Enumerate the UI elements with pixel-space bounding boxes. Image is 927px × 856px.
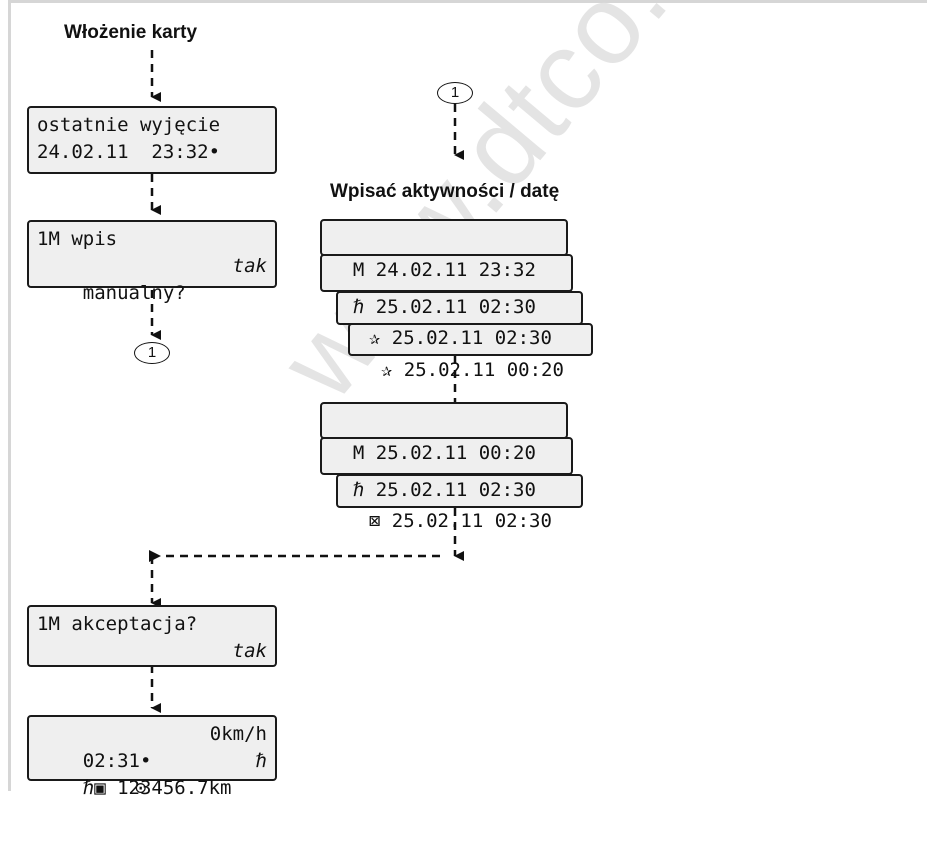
title-enter-activities: Wpisać aktywności / datę: [330, 181, 560, 202]
screen-line: 24.02.11 23:32•: [37, 141, 221, 163]
clock-icon: ⊙: [135, 777, 147, 799]
entry-text: ℏ 25.02.11 02:30: [352, 479, 536, 501]
step-marker-1: 1: [134, 342, 170, 364]
entry-text: M 25.02.11 00:20: [352, 442, 536, 464]
entry-text: ✰: [368, 327, 392, 349]
flow-arrows: [149, 50, 464, 713]
entry-text: ℏ 25.02.11 02:30: [352, 296, 536, 318]
answer-yes: tak: [232, 255, 267, 277]
entry-text: ⊠ 25.02.11 02:: [368, 510, 530, 532]
entry-text: ✰ 25.02.11 00:: [380, 359, 542, 381]
entry-line-3: ✰ 25.02.11 02:30: [336, 291, 583, 349]
entry-editable: 20: [541, 359, 564, 381]
frame-left: [8, 0, 11, 791]
entry-line-2: ℏ 25.02.11 02:30: [320, 437, 573, 501]
screen-line: 1M wpis: [37, 228, 118, 250]
entry-line-2: ℏ 25.02.11 02:30: [320, 254, 573, 318]
entry-line-1: M 25.02.11 00:20: [320, 402, 568, 464]
entry-line-3: ⊠ 25.02.11 02:30: [336, 474, 583, 532]
entry-editable: 30: [529, 510, 552, 532]
screen-last-removal: ostatnie wyjęcie 24.02.11 23:32•: [27, 106, 277, 174]
screen-standard-display: 02:31• ⊙ 0km/h ℏ▣ 123456.7km ℏ: [27, 715, 277, 799]
activity-icon: ℏ: [255, 750, 267, 772]
answer-yes: tak: [232, 640, 267, 662]
frame-top: [8, 0, 927, 3]
entry-text: M 24.02.11 23:32: [352, 259, 536, 281]
screen-manual-entry-prompt: 1M wpis manualny? tak: [27, 220, 277, 304]
entry-line-1: M 24.02.11 23:32: [320, 219, 568, 281]
screen-line: manualny?: [82, 282, 186, 304]
speed: 0km/h: [209, 723, 267, 745]
screen-line: 1M akceptacja?: [37, 613, 198, 635]
entry-editable: 25: [391, 327, 415, 349]
step-marker-1: 1: [437, 82, 473, 104]
entry-text: .02.11 02:30: [414, 327, 552, 349]
title-card-insertion: Włożenie karty: [64, 22, 198, 43]
time: 02:31•: [82, 750, 152, 772]
odometer: ℏ▣ 123456.7km: [82, 777, 232, 799]
screen-line: ostatnie wyjęcie: [37, 114, 221, 136]
screen-accept-prompt: 1M akceptacja? tak: [27, 605, 277, 667]
